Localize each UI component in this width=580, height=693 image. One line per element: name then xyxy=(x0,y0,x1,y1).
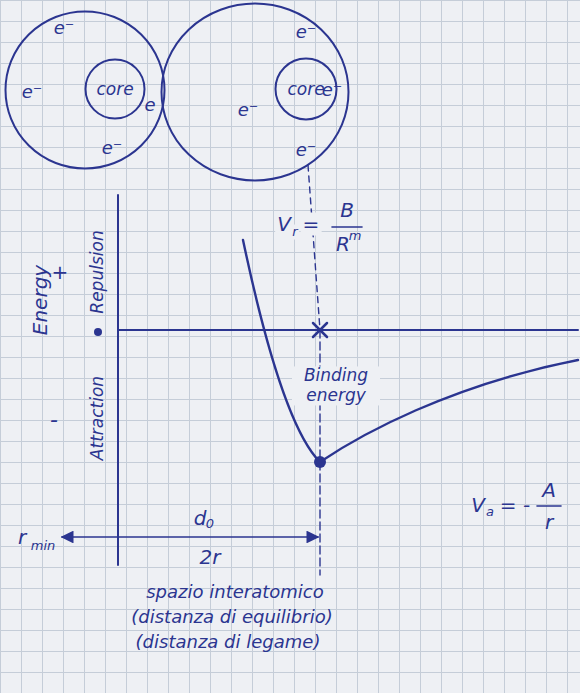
circle-outline xyxy=(86,60,145,119)
axis-caption: spazio interatomico xyxy=(146,582,324,603)
formula-text: B xyxy=(340,199,354,222)
electron-label: e xyxy=(144,95,155,115)
formula-superscript: m xyxy=(349,229,362,244)
core-label: core xyxy=(96,80,133,99)
electron-label: e⁻ xyxy=(54,18,75,38)
electron-label: e⁻ xyxy=(322,80,343,100)
distance-axis xyxy=(118,329,578,331)
circle-outline xyxy=(276,59,337,120)
formula-text: r xyxy=(545,511,553,534)
symbol-label: d xyxy=(194,507,207,530)
electron-label: e⁻ xyxy=(296,22,317,42)
ink-dot xyxy=(94,328,102,336)
energy-axis xyxy=(117,195,119,565)
atom-shell: e⁻e⁻e⁻e⁻core xyxy=(160,2,350,182)
atom-core: core xyxy=(84,58,146,120)
electron-label: e⁻ xyxy=(238,100,259,120)
cross-mark xyxy=(313,323,327,337)
axis-caption: (distanza di equilibrio) xyxy=(131,607,332,628)
formula-subscript: a xyxy=(486,505,494,520)
region-label: Repulsion xyxy=(88,230,108,313)
atom-shell: e⁻ e⁻ e e⁻ core xyxy=(4,10,166,170)
circle-outline xyxy=(162,4,349,181)
formula-subscript: r xyxy=(290,225,299,240)
electron-label: e⁻ xyxy=(296,140,317,160)
symbol-subscript: min xyxy=(31,539,56,554)
sign-label: - xyxy=(50,407,58,432)
axis-label: Energy xyxy=(29,265,52,335)
core-label: core xyxy=(287,80,324,99)
formula-text: A xyxy=(542,479,556,502)
dashed-line xyxy=(308,165,320,330)
minimum-dot xyxy=(314,456,326,468)
atom-core: core xyxy=(274,57,338,121)
electron-label: e⁻ xyxy=(102,138,123,158)
symbol-label: 2r xyxy=(200,546,221,569)
electron-label: e⁻ xyxy=(22,82,43,102)
axis-caption: (distanza di legame) xyxy=(136,632,321,653)
distance-arrow xyxy=(62,536,318,538)
circle-outline xyxy=(6,12,165,169)
formula-text: = - xyxy=(500,494,530,517)
symbol-subscript: 0 xyxy=(206,517,214,532)
fraction-bar xyxy=(537,505,561,507)
formula-text: R xyxy=(336,233,350,256)
sign-label: + xyxy=(52,261,69,284)
formula-text: V xyxy=(471,494,485,517)
region-label: Attraction xyxy=(88,376,108,460)
cross-mark xyxy=(313,323,327,337)
formula-text: = xyxy=(301,213,322,236)
symbol-label: r xyxy=(18,526,26,549)
energy-curve xyxy=(243,240,578,462)
binding-energy-label: Binding energy xyxy=(292,366,380,405)
